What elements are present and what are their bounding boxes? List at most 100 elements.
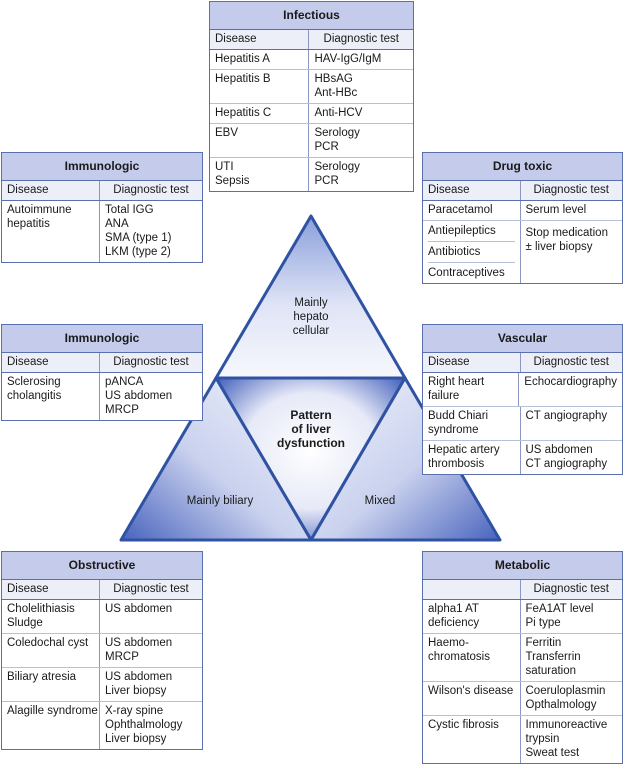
disease-cell: alpha1 AT deficiency (423, 600, 521, 633)
disease-text: Autoimmune (7, 204, 72, 216)
table-header-row: Diagnostic test (423, 580, 622, 600)
label-line: Mainly (294, 297, 328, 309)
diagnostic-test-text: Sweat test (525, 747, 580, 759)
diagnostic-test-text: US abdomen (105, 637, 173, 649)
label-line: hepato (293, 311, 329, 323)
table-title: Drug toxic (423, 153, 622, 181)
diagnostic-test-cell: CT angiography (521, 407, 623, 440)
label-line: Mainly biliary (186, 495, 254, 507)
disease-cell: Cystic fibrosis (423, 716, 521, 763)
column-header-diagnostic-test: Diagnostic test (533, 356, 609, 368)
disease-text: syndrome (428, 424, 479, 436)
diagnostic-test-text: CT angiography (525, 458, 608, 470)
disease-cell: Biliary atresia (2, 668, 100, 701)
table-header-row: Disease Diagnostic test (2, 353, 202, 373)
diagnostic-test-text: Serology (314, 127, 360, 139)
diagnostic-test-text: saturation (525, 665, 577, 677)
diagnostic-test-cell: Echocardiography (519, 373, 622, 406)
disease-text: thrombosis (428, 458, 485, 470)
triangle-left-biliary (119, 376, 313, 542)
column-header-diagnostic-test: Diagnostic test (533, 184, 609, 196)
diagnostic-test-text: ANA (105, 218, 129, 230)
column-header-disease: Disease (2, 353, 100, 372)
label-mainly-hepatocellular: Mainly hepato cellular (271, 296, 351, 338)
diagnostic-test-text: CT angiography (525, 410, 608, 422)
disease-text: Right heart (428, 376, 485, 388)
disease-text: Budd Chiari (428, 410, 489, 422)
disease-text: Hepatitis B (215, 73, 271, 85)
disease-cell: Coledochal cyst (2, 634, 100, 667)
disease-text: Cystic fibrosis (428, 719, 499, 731)
diagnostic-test-cell: HAV-IgG/IgM (309, 50, 413, 69)
diagnostic-test-text: US abdomen (105, 603, 173, 615)
diagnostic-test-text: PCR (314, 141, 339, 153)
disease-text: Contraceptives (428, 267, 505, 279)
diagnostic-test-text: MRCP (105, 404, 139, 416)
diagnostic-test-cell: Serum level (521, 201, 623, 220)
label-pattern-of-liver-dysfunction: Pattern of liver dysfunction (261, 408, 361, 450)
diagnostic-test-text: HAV-IgG/IgM (314, 53, 382, 65)
disease-cell: EBV (210, 124, 310, 157)
column-header-disease: Disease (210, 30, 310, 49)
disease-text: failure (428, 390, 460, 402)
disease-text: Hepatitis C (215, 107, 272, 119)
disease-text: Hepatitis A (215, 53, 270, 65)
table-row: Hepatitis A HAV-IgG/IgM (210, 50, 413, 70)
diagnostic-test-text: PCR (314, 175, 339, 187)
label-line: cellular (292, 325, 330, 337)
table-title: Immunologic (2, 153, 202, 181)
diagnostic-test-text: Liver biopsy (105, 685, 167, 697)
table-row: Right heart failure Echocardiography (423, 373, 622, 407)
disease-text: Wilson's disease (428, 685, 514, 697)
disease-cell: Right heart failure (423, 373, 520, 406)
column-header-diagnostic-test: Diagnostic test (113, 356, 189, 368)
diagnostic-test-text: FeA1AT level (525, 603, 594, 615)
disease-text: Sludge (7, 617, 43, 629)
disease-text: alpha1 AT (428, 603, 479, 615)
disease-cell: Haemo-chromatosis (423, 634, 521, 681)
diagnostic-test-text: US abdomen (105, 390, 173, 402)
disease-text: Sepsis (215, 175, 250, 187)
column-header-disease (423, 580, 521, 599)
disease-text: Paracetamol (428, 204, 493, 216)
disease-text: deficiency (428, 617, 480, 629)
label-line: Mixed (364, 495, 396, 507)
label-line: dysfunction (277, 436, 345, 450)
disease-cell: Paracetamol (423, 201, 521, 220)
column-header-disease: Disease (423, 353, 521, 372)
diagnostic-test-text: Ant-HBc (314, 87, 358, 99)
diagnostic-test-text: HBsAG (314, 73, 353, 85)
disease-text: Cholelithiasis (7, 603, 75, 615)
disease-cell: Wilson's disease (423, 682, 521, 715)
diagnostic-test-text: Opthalmology (525, 699, 597, 711)
table-row: Paracetamol Serum level (423, 201, 622, 221)
disease-cell: Budd Chiari syndrome (423, 407, 521, 440)
diagnostic-test-text: LKM (type 2) (105, 246, 171, 258)
table-row: Hepatitis B HBsAG Ant-HBc (210, 70, 413, 104)
disease-text: Biliary atresia (7, 671, 77, 683)
disease-text: Alagille syndrome (7, 705, 98, 717)
diagnostic-test-text: Coeruloplasmin (525, 685, 606, 697)
